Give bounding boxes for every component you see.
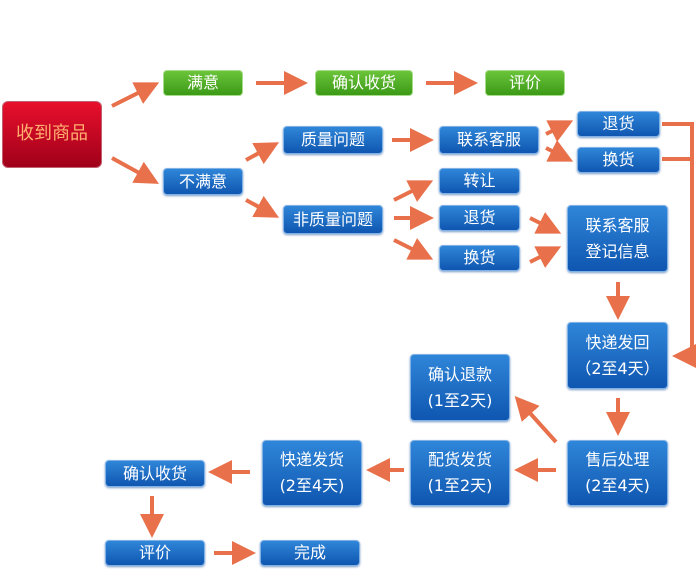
node-prepare-ship: 配货发货 (1至2天) bbox=[410, 440, 510, 506]
node-contact-cs: 联系客服 bbox=[439, 126, 539, 154]
node-label: 非质量问题 bbox=[292, 209, 373, 229]
node-after-sales: 售后处理 (2至4天) bbox=[567, 440, 668, 506]
node-label: 配货发货 bbox=[427, 450, 492, 470]
node-exchange-mid: 换货 bbox=[439, 245, 520, 271]
node-label: (2至4天) bbox=[585, 476, 650, 495]
node-return-mid: 退货 bbox=[439, 205, 520, 231]
node-label: (2至4天) bbox=[279, 476, 345, 495]
node-label: 换货 bbox=[463, 248, 496, 268]
node-confirm-receipt-bottom: 确认收货 bbox=[105, 460, 205, 487]
node-label: 收到商品 bbox=[16, 123, 88, 145]
node-label: 联系客服 bbox=[456, 130, 521, 150]
node-label: 评价 bbox=[508, 73, 541, 93]
node-label: 确认收货 bbox=[122, 463, 187, 483]
node-exchange-top: 换货 bbox=[577, 147, 660, 173]
node-ship-back: 快递发回 （2至4天） bbox=[567, 322, 668, 389]
node-non-quality-issue: 非质量问题 bbox=[283, 205, 383, 234]
node-label: 换货 bbox=[602, 150, 635, 170]
node-unsatisfied: 不满意 bbox=[163, 168, 243, 195]
node-label: （2至4天） bbox=[575, 358, 660, 378]
node-quality-issue: 质量问题 bbox=[283, 126, 383, 154]
node-return-top: 退货 bbox=[577, 111, 660, 137]
node-label: 售后处理 bbox=[585, 450, 650, 470]
node-label: (1至2天) bbox=[427, 476, 493, 495]
node-confirm-receipt-top: 确认收货 bbox=[315, 70, 413, 96]
node-label: 退货 bbox=[602, 114, 635, 134]
node-label: 完成 bbox=[293, 543, 326, 563]
node-satisfied: 满意 bbox=[163, 70, 243, 96]
node-received: 收到商品 bbox=[2, 101, 102, 168]
node-label: (1至2天) bbox=[427, 390, 493, 410]
node-label: 确认退款 bbox=[427, 364, 492, 384]
node-review-bottom: 评价 bbox=[105, 540, 205, 566]
node-confirm-refund: 确认退款 (1至2天) bbox=[410, 354, 510, 421]
node-label: 登记信息 bbox=[585, 241, 650, 261]
node-label: 退货 bbox=[463, 208, 496, 228]
node-review-top: 评价 bbox=[485, 70, 565, 96]
node-label: 质量问题 bbox=[300, 130, 365, 150]
node-contact-register: 联系客服登记信息 bbox=[567, 205, 668, 272]
node-label: 评价 bbox=[138, 543, 171, 563]
node-label: 不满意 bbox=[178, 171, 227, 191]
node-label: 转让 bbox=[463, 171, 496, 191]
node-label: 满意 bbox=[186, 73, 219, 93]
node-label: 联系客服 bbox=[585, 215, 650, 235]
node-transfer: 转让 bbox=[439, 168, 520, 194]
node-express-ship: 快递发货 (2至4天) bbox=[262, 440, 362, 506]
node-label: 快递发货 bbox=[279, 450, 344, 470]
node-label: 快递发回 bbox=[585, 332, 650, 352]
node-done: 完成 bbox=[260, 540, 360, 566]
node-label: 确认收货 bbox=[331, 73, 396, 93]
